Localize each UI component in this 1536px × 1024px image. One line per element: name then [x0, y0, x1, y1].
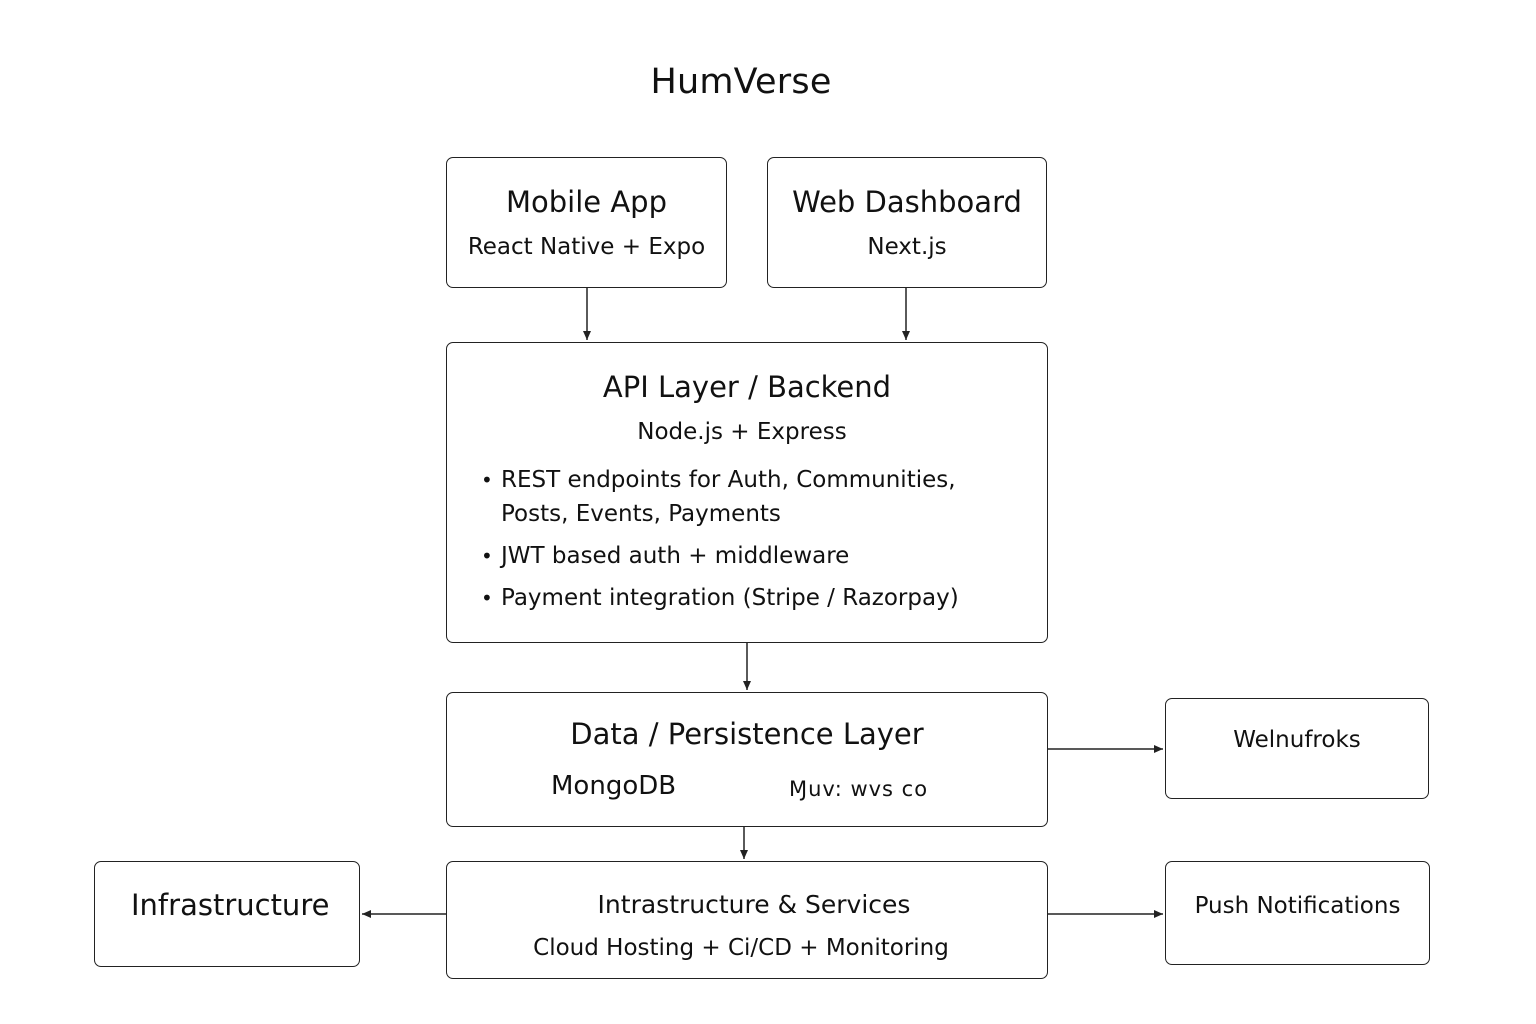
- web-dashboard-subtitle: Next.js: [867, 234, 947, 260]
- push-notifications-box: Push Notifications: [1165, 861, 1430, 965]
- storage-label: Ɱuv: wvs co: [789, 777, 929, 801]
- api-feature-item: • Payment integration (Stripe / Razorpay…: [481, 581, 961, 615]
- api-layer-box: API Layer / Backend Node.js + Express • …: [446, 342, 1048, 643]
- bullet-icon: •: [481, 586, 493, 610]
- bullet-icon: •: [481, 468, 493, 492]
- api-feature-text: JWT based auth + middleware: [501, 543, 850, 569]
- data-layer-box: Data / Persistence Layer MongoDB Ɱuv: wv…: [446, 692, 1048, 827]
- api-feature-list: • REST endpoints for Auth, Communities, …: [481, 463, 961, 623]
- infra-services-subtitle: Cloud Hosting + Ci/CD + Monitoring: [533, 935, 949, 961]
- web-dashboard-box: Web Dashboard Next.js: [767, 157, 1047, 288]
- api-layer-subtitle: Node.js + Express: [637, 419, 847, 445]
- api-feature-text: REST endpoints for Auth, Communities, Po…: [501, 467, 956, 527]
- api-feature-item: • REST endpoints for Auth, Communities, …: [481, 463, 961, 531]
- bullet-icon: •: [481, 544, 493, 568]
- api-feature-item: • JWT based auth + middleware: [481, 539, 961, 573]
- infra-services-title: Intrastructure & Services: [597, 890, 911, 919]
- push-notifications-label: Push Notifications: [1194, 893, 1401, 919]
- api-feature-text: Payment integration (Stripe / Razorpay): [501, 585, 959, 611]
- diagram-title: HumVerse: [650, 62, 832, 102]
- web-dashboard-title: Web Dashboard: [792, 185, 1022, 219]
- mobile-app-box: Mobile App React Native + Expo: [446, 157, 727, 288]
- api-layer-title: API Layer / Backend: [602, 370, 892, 404]
- webhooks-box: Welnufroks: [1165, 698, 1429, 799]
- mobile-app-subtitle: React Native + Expo: [467, 234, 706, 260]
- mongodb-label: MongoDB: [551, 771, 677, 801]
- data-layer-title: Data / Persistence Layer: [570, 717, 924, 751]
- infra-services-box: Intrastructure & Services Cloud Hosting …: [446, 861, 1048, 979]
- infrastructure-box: Infrastructure: [94, 861, 360, 967]
- mobile-app-title: Mobile App: [505, 185, 667, 219]
- infrastructure-label: Infrastructure: [131, 888, 330, 922]
- webhooks-label: Welnufroks: [1233, 727, 1361, 753]
